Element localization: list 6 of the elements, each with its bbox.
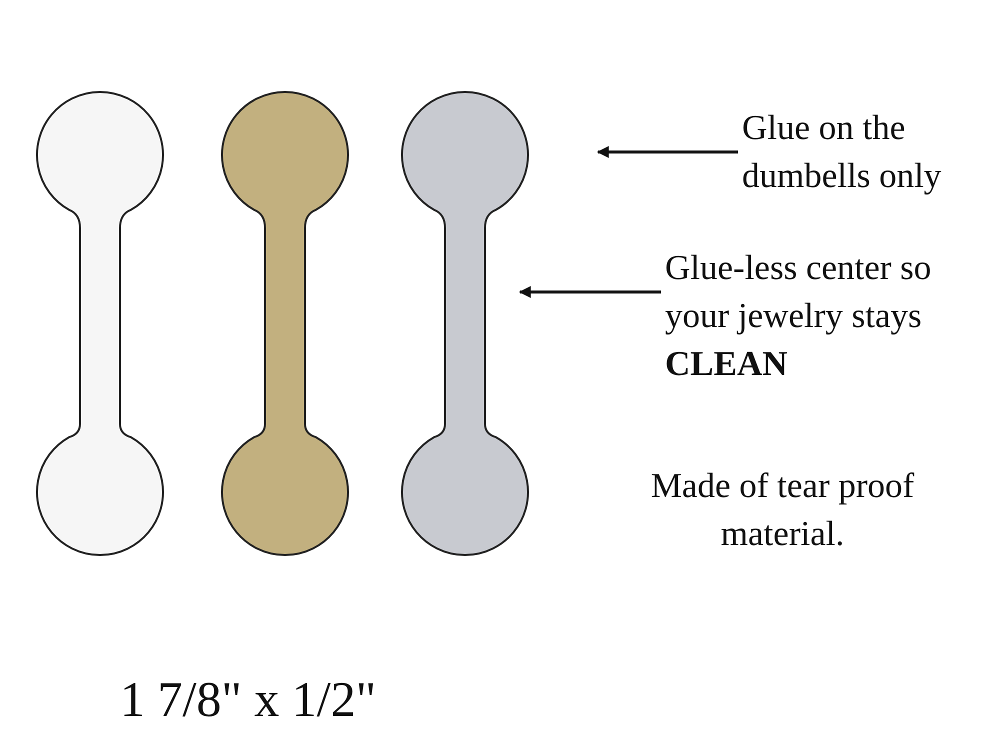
- arrow: [518, 286, 661, 298]
- callout-text: Glue on the dumbells only: [742, 104, 1000, 200]
- arrow: [596, 146, 738, 158]
- dimension-text: 1 7/8" x 1/2": [120, 670, 378, 729]
- note-text: Made of tear proof material.: [650, 465, 916, 555]
- callout-text: Glue-less center so your jewelry stays CLEAN: [665, 244, 965, 388]
